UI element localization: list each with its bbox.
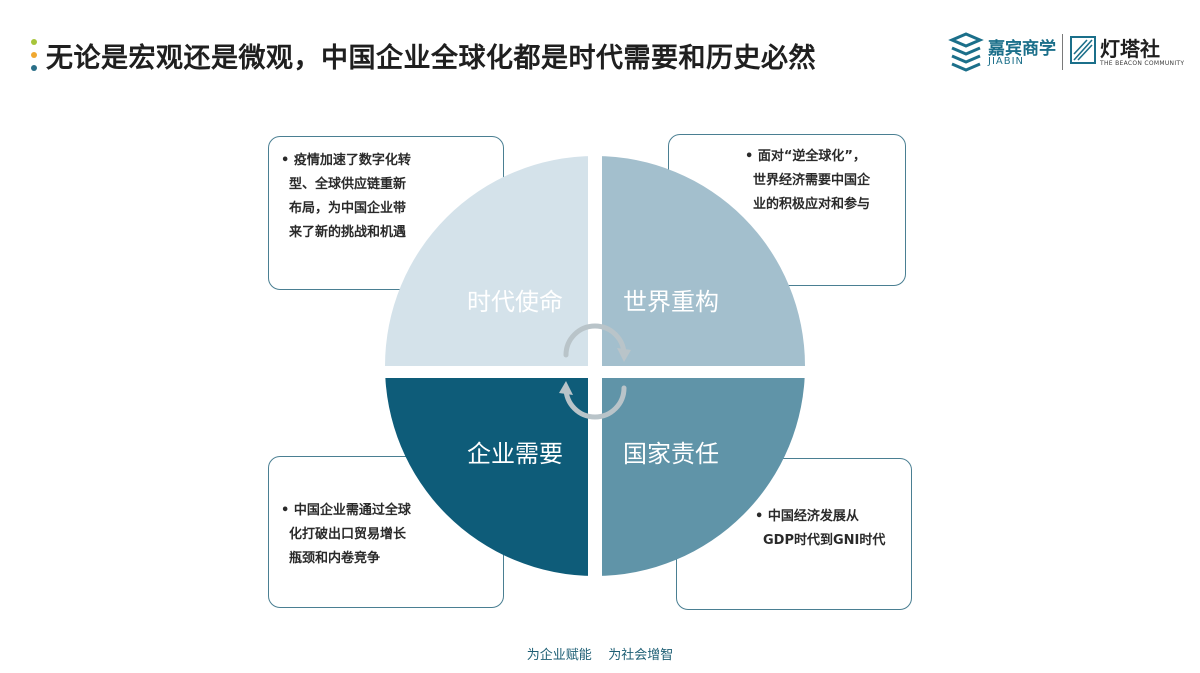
callout-line: GDP时代到GNI时代 <box>763 533 886 548</box>
quadrant-label-bottom-left: 企业需要 <box>467 440 563 468</box>
quadrant-bottom-right <box>595 366 805 576</box>
quadrant-top-right <box>595 156 805 366</box>
callout-line: • 面对“逆全球化”， <box>745 149 866 164</box>
callout-line: • 疫情加速了数字化转 <box>281 153 411 168</box>
beacon-logo-cn: 灯塔社 <box>1100 37 1160 61</box>
horizontal-gap <box>378 366 814 378</box>
blue-dot <box>31 65 37 71</box>
callout-line: 世界经济需要中国企 <box>753 173 871 188</box>
callout-line: 化打破出口贸易增长 <box>289 527 407 542</box>
callout-line: 来了新的挑战和机遇 <box>289 225 407 240</box>
quadrant-bottom-left <box>385 366 595 576</box>
callout-line: • 中国企业需通过全球 <box>281 503 411 518</box>
logo-divider <box>1062 34 1063 70</box>
callout-line: 瓶颈和内卷竞争 <box>289 551 381 566</box>
footer-slogan: 为企业赋能 为社会增智 <box>526 648 674 663</box>
jiabin-logo-icon <box>948 32 984 72</box>
callout-top-left-text: • 疫情加速了数字化转 型、全球供应链重新 布局，为中国企业带 来了新的挑战和机… <box>281 149 411 245</box>
callout-line: 业的积极应对和参与 <box>753 197 871 212</box>
beacon-logo-en: THE BEACON COMMUNITY <box>1100 60 1185 67</box>
jiabin-logo-en: JIABIN <box>988 56 1025 67</box>
title-bar: 无论是宏观还是微观，中国企业全球化都是时代需要和历史必然 <box>28 30 816 80</box>
title-bullet-dots <box>28 33 40 77</box>
quadrant-label-top-right: 世界重构 <box>623 288 719 316</box>
arrowheads-icon <box>559 348 631 395</box>
beacon-logo-icon <box>1070 36 1096 64</box>
beacon-logo: 灯塔社 THE BEACON COMMUNITY <box>1070 30 1184 74</box>
callout-line: 型、全球供应链重新 <box>289 177 407 192</box>
cycle-arrows-icon <box>563 323 627 420</box>
callout-top-right-text: • 面对“逆全球化”， 世界经济需要中国企 业的积极应对和参与 <box>745 145 870 217</box>
orange-dot <box>31 52 37 58</box>
callout-box-bottom-left: • 中国企业需通过全球 化打破出口贸易增长 瓶颈和内卷竞争 <box>268 456 504 608</box>
green-dot <box>31 39 37 45</box>
callout-bottom-right-text: • 中国经济发展从 GDP时代到GNI时代 <box>755 505 885 553</box>
callout-line: 布局，为中国企业带 <box>289 201 407 216</box>
jiabin-logo-cn: 嘉宾商学 <box>988 39 1056 59</box>
quadrant-label-bottom-right: 国家责任 <box>623 440 719 468</box>
quadrant-label-top-left: 时代使命 <box>467 288 563 316</box>
page-title: 无论是宏观还是微观，中国企业全球化都是时代需要和历史必然 <box>46 42 816 74</box>
jiabin-logo: 嘉宾商学 JIABIN <box>948 30 1058 74</box>
callout-line: • 中国经济发展从 <box>755 509 859 524</box>
callout-bottom-left-text: • 中国企业需通过全球 化打破出口贸易增长 瓶颈和内卷竞争 <box>281 499 411 571</box>
quadrant-top-left <box>385 156 595 366</box>
